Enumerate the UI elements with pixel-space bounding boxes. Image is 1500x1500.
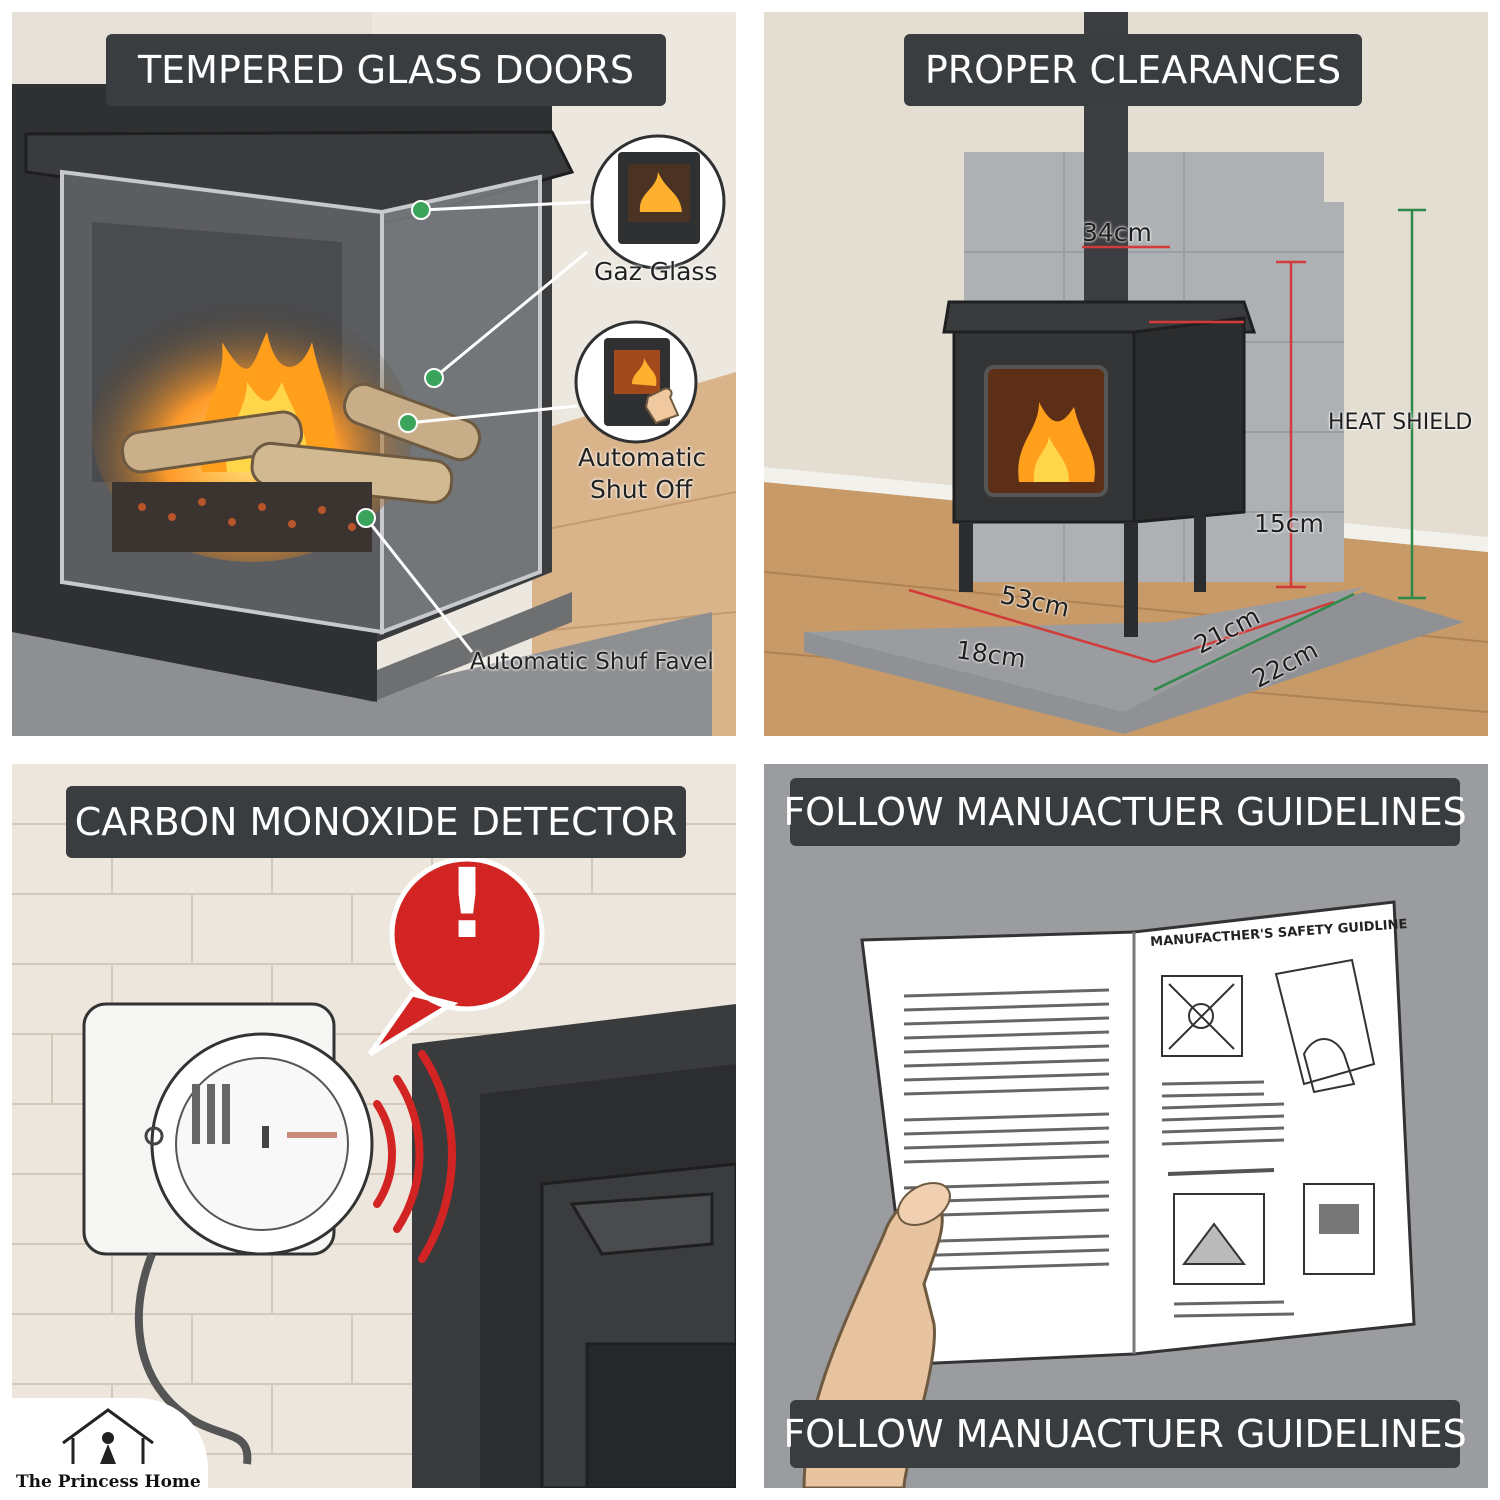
callout-dot-mid xyxy=(424,368,444,388)
panel-title-proper-clearances: PROPER CLEARANCES xyxy=(904,34,1362,106)
dimension-top: 34cm xyxy=(1082,218,1152,247)
alert-exclamation-icon: ! xyxy=(445,848,489,960)
callout-automatic: Automatic xyxy=(578,443,707,472)
brand-logo: The Princess Home xyxy=(8,1398,208,1500)
callout-automatic-shuf-favel: Automatic Shuf Favel xyxy=(470,649,714,675)
panel-carbon-monoxide: CARBON MONOXIDE DETECTOR ! xyxy=(12,764,736,1488)
callout-dot-bottom xyxy=(356,508,376,528)
callout-dot-lower xyxy=(398,413,418,433)
heat-shield-label: HEAT SHIELD xyxy=(1328,410,1473,435)
dimension-right-height: 15cm xyxy=(1254,509,1324,538)
house-icon xyxy=(62,1408,154,1464)
panel-title-manufacturer-guidelines: FOLLOW MANUACTUER GUIDELINES xyxy=(783,778,1467,846)
callout-shut-off: Shut Off xyxy=(590,475,693,504)
panel-tempered-glass: TEMPERED GLASS DOORS Gaz Glass Automatic… xyxy=(12,12,736,736)
panel-manufacturer-guidelines: FOLLOW MANUACTUER GUIDELINES MANUFACTHER… xyxy=(764,764,1488,1488)
manual-illustration xyxy=(764,764,1488,1488)
co-detector-illustration xyxy=(12,764,736,1488)
panel-title-tempered-glass: TEMPERED GLASS DOORS xyxy=(106,34,666,106)
brand-logo-text: The Princess Home xyxy=(16,1472,201,1492)
panel-proper-clearances: PROPER CLEARANCES 34cm 15cm 53cm 18cm 21… xyxy=(764,12,1488,736)
callout-dot-top xyxy=(411,200,431,220)
callout-gaz-glass: Gaz Glass xyxy=(594,257,718,286)
panel-title-carbon-monoxide: CARBON MONOXIDE DETECTOR xyxy=(66,786,686,858)
panel-title-manufacturer-guidelines-bottom: FOLLOW MANUACTUER GUIDELINES xyxy=(783,1400,1467,1468)
fireplace-illustration xyxy=(12,12,736,736)
wood-stove-illustration xyxy=(764,12,1488,736)
